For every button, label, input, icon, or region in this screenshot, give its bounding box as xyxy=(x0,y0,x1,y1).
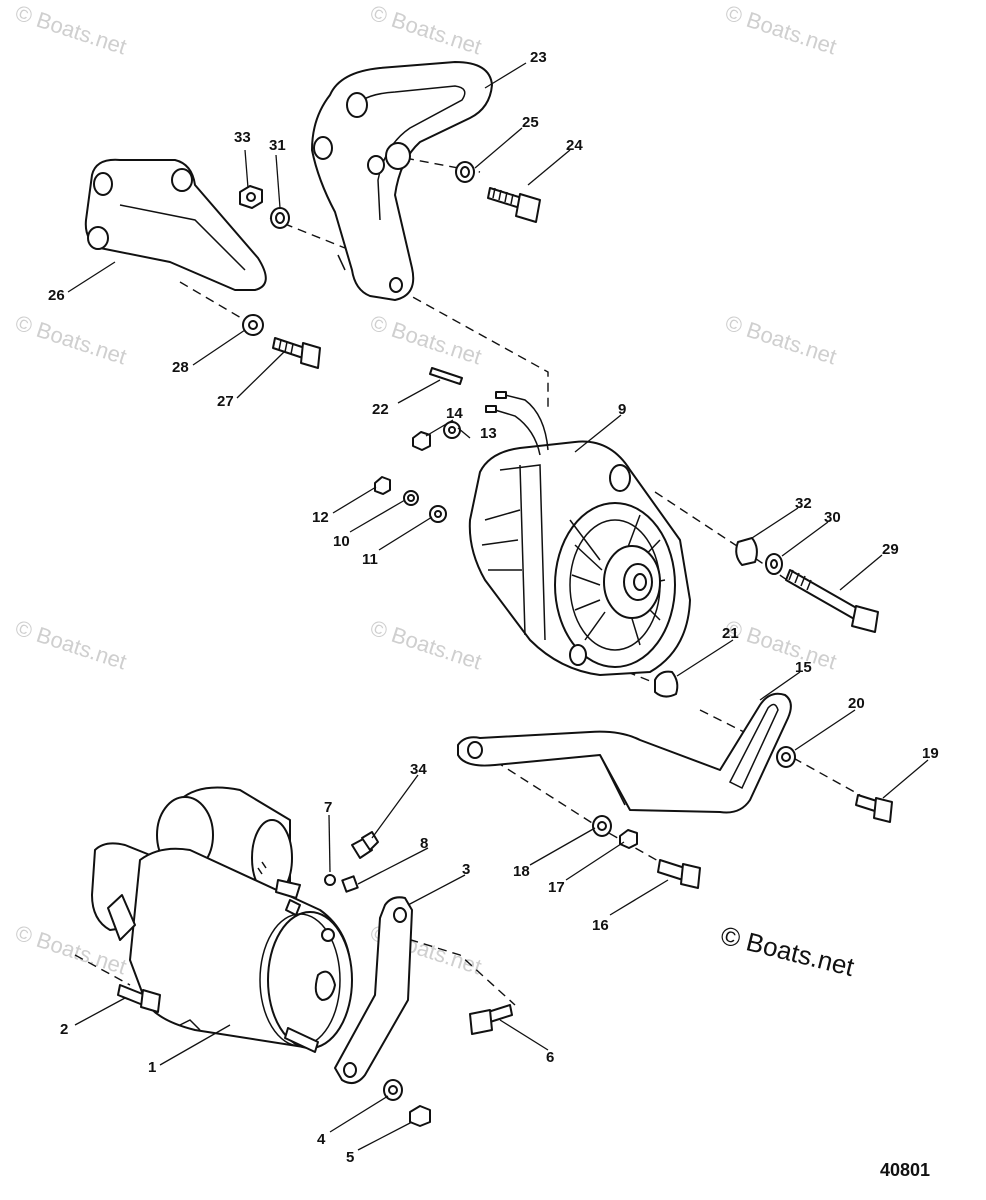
brace-15 xyxy=(457,692,792,814)
hardware-lower-right xyxy=(592,815,701,889)
callout-8: 8 xyxy=(420,835,428,852)
alternator-9 xyxy=(468,391,691,676)
callout-22: 22 xyxy=(372,401,389,418)
hardware-starter xyxy=(324,831,379,893)
callout-numbers: 23 25 24 33 31 26 28 27 22 14 13 9 12 10… xyxy=(48,49,939,1166)
brace-3 xyxy=(334,896,413,1085)
hardware-right xyxy=(735,537,879,633)
leader-lines xyxy=(67,62,929,1151)
callout-24: 24 xyxy=(566,137,583,154)
callout-23: 23 xyxy=(530,49,547,66)
callout-13: 13 xyxy=(480,425,497,442)
callout-17: 17 xyxy=(548,879,565,896)
callout-26: 26 xyxy=(48,287,65,304)
callout-25: 25 xyxy=(522,114,539,131)
bracket-26 xyxy=(84,158,267,291)
callout-9: 9 xyxy=(618,401,626,418)
spacer-21 xyxy=(654,670,679,698)
callout-6: 6 xyxy=(546,1049,554,1066)
callout-11: 11 xyxy=(362,551,378,568)
washer-20-hole xyxy=(781,752,791,762)
callout-27: 27 xyxy=(217,393,234,410)
bolt-2 xyxy=(117,984,161,1013)
callout-2: 2 xyxy=(60,1021,68,1038)
callout-19: 19 xyxy=(922,745,939,762)
hardware-middle xyxy=(374,421,461,523)
callout-14: 14 xyxy=(446,405,463,422)
callout-4: 4 xyxy=(317,1131,326,1148)
callout-10: 10 xyxy=(333,533,350,550)
bolt-19 xyxy=(855,794,893,823)
callout-1: 1 xyxy=(148,1059,156,1076)
callout-28: 28 xyxy=(172,359,189,376)
callout-12: 12 xyxy=(312,509,329,526)
starter-motor-1 xyxy=(91,786,353,1053)
callout-21: 21 xyxy=(722,625,739,642)
callout-16: 16 xyxy=(592,917,609,934)
callout-29: 29 xyxy=(882,541,899,558)
callout-31: 31 xyxy=(269,137,286,154)
callout-20: 20 xyxy=(848,695,865,712)
callout-3: 3 xyxy=(462,861,470,878)
callout-7: 7 xyxy=(324,799,332,816)
callout-15: 15 xyxy=(795,659,812,676)
hardware-top xyxy=(239,161,541,385)
callout-18: 18 xyxy=(513,863,530,880)
callout-34: 34 xyxy=(410,761,427,778)
figure-number: 40801 xyxy=(880,1160,931,1180)
callout-30: 30 xyxy=(824,509,841,526)
bracket-23 xyxy=(311,61,493,301)
callout-5: 5 xyxy=(346,1149,354,1166)
hardware-bottom xyxy=(383,1079,431,1127)
callout-32: 32 xyxy=(795,495,812,512)
bolt-6 xyxy=(469,1004,513,1035)
callout-33: 33 xyxy=(234,129,251,146)
